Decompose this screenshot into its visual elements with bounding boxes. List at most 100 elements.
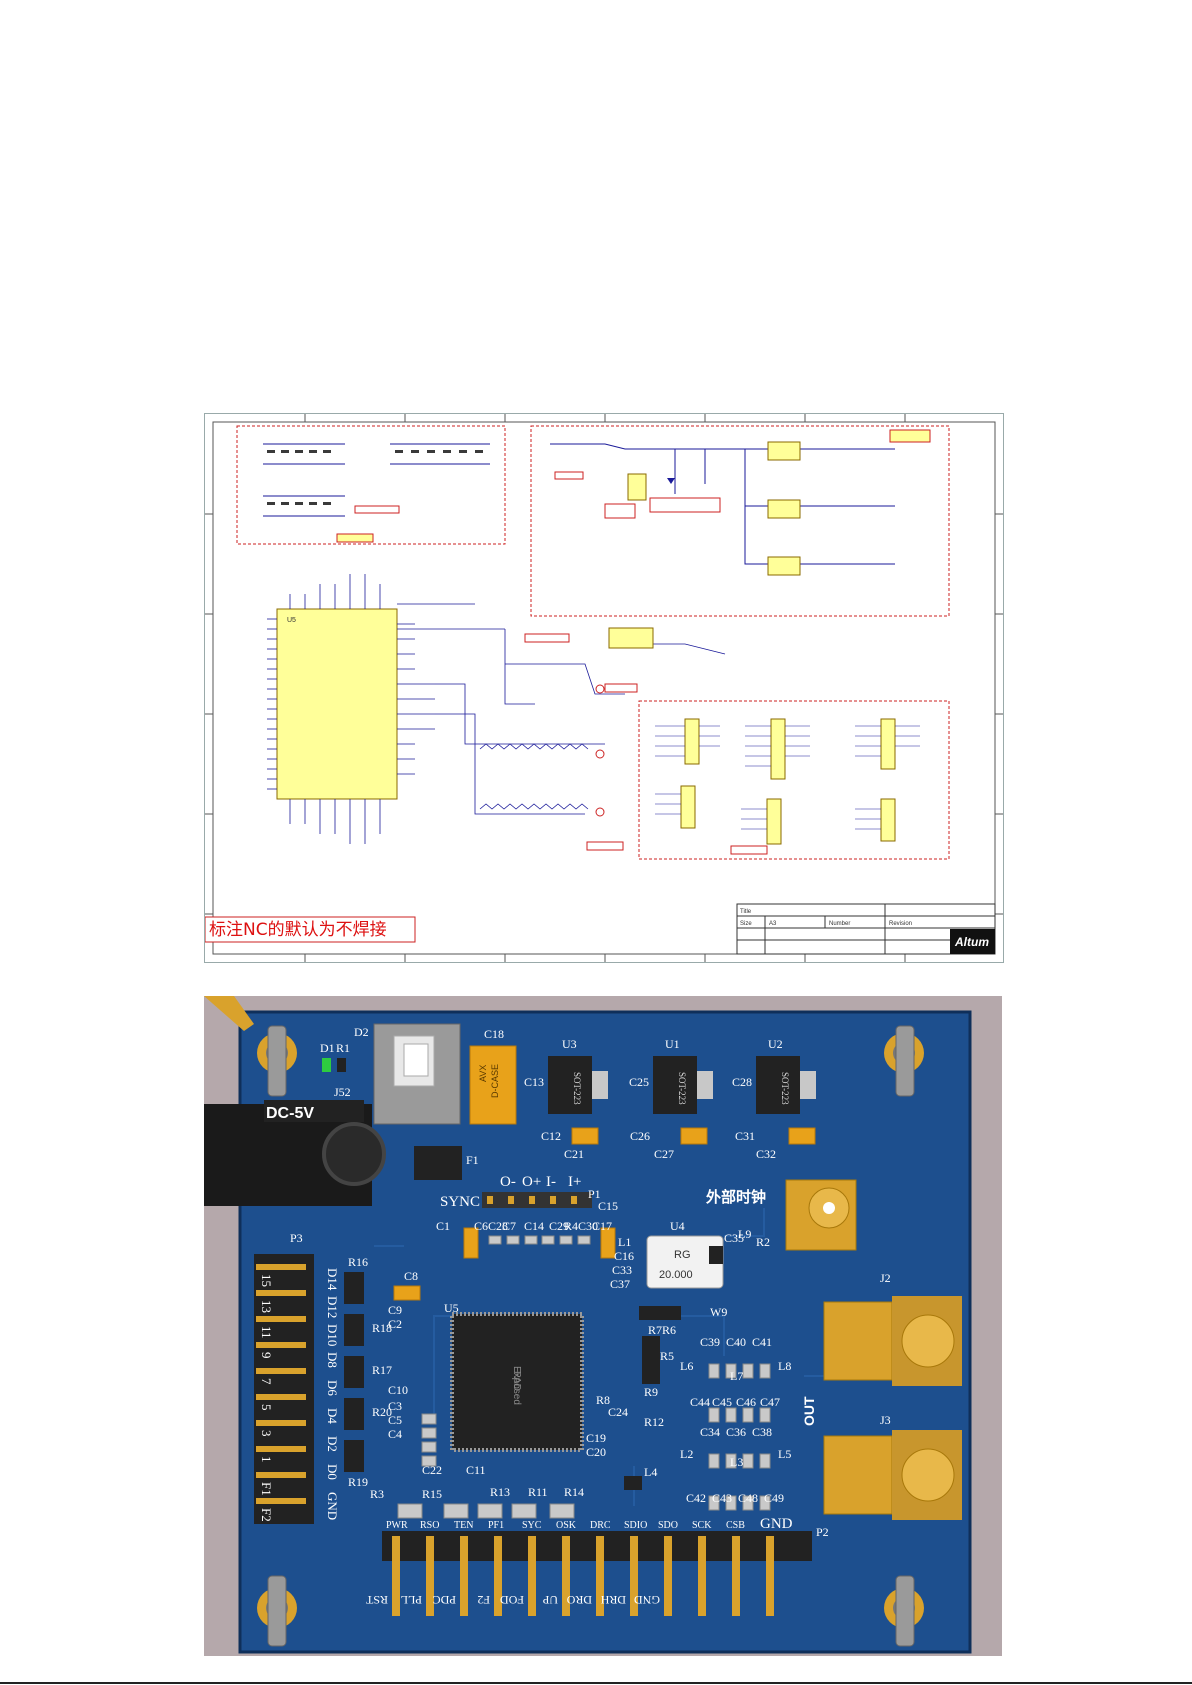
u1-marking: SOT-223 — [677, 1072, 687, 1105]
standoff-bottom-left — [267, 1575, 287, 1647]
p2-bottom-label: GND — [634, 1593, 660, 1607]
p2-bottom-label: DRO — [566, 1593, 592, 1607]
designator-r3: R3 — [370, 1487, 384, 1501]
out-label: OUT — [801, 1396, 817, 1426]
p2-top-label: SYC — [522, 1520, 542, 1531]
designator-c42: C42 — [686, 1491, 706, 1505]
main-chip-u5 — [450, 1312, 584, 1452]
designator-c25: C25 — [629, 1075, 649, 1089]
title-block-title: Title — [740, 909, 752, 915]
designator-c46: C46 — [736, 1395, 756, 1409]
p3-right-label: D4 — [325, 1408, 340, 1424]
designator-c10: C10 — [388, 1383, 408, 1397]
p3-left-label: F1 — [259, 1482, 274, 1496]
designator-c4: C4 — [388, 1427, 402, 1441]
designator-l3: L3 — [730, 1455, 743, 1469]
designator-c23: C23 — [488, 1219, 508, 1233]
designator-c19: C19 — [586, 1431, 606, 1445]
designator-c27: C27 — [654, 1147, 674, 1161]
p2-top-label: SDO — [658, 1520, 678, 1531]
designator-r6: R6 — [662, 1323, 676, 1337]
title-block-revision: Revision — [889, 921, 912, 927]
designator-c14: C14 — [524, 1219, 544, 1233]
designator-c20: C20 — [586, 1445, 606, 1459]
designator-c32: C32 — [756, 1147, 776, 1161]
sma-j2 — [823, 1296, 962, 1386]
p3-left-label: 11 — [259, 1326, 274, 1339]
designator-c13: C13 — [524, 1075, 544, 1089]
designator-l5: L5 — [778, 1447, 791, 1461]
designator-f1: F1 — [466, 1153, 479, 1167]
u2-marking: SOT-223 — [780, 1072, 790, 1105]
designator-u5: U5 — [444, 1301, 459, 1315]
pcb-render-figure: DC-5V AVX D-CASE SOT-223 SOT-223 SOT-223… — [204, 996, 1002, 1656]
resistor-r16 — [344, 1272, 364, 1304]
designator-c47: C47 — [760, 1395, 780, 1409]
designator-c37: C37 — [610, 1277, 630, 1291]
title-block-size-value: A3 — [769, 921, 777, 927]
p2-top-label: SCK — [692, 1520, 712, 1531]
designator-l1: L1 — [618, 1235, 631, 1249]
title-block-number: Number — [829, 921, 850, 927]
p3-left-label: 9 — [259, 1352, 274, 1359]
designator-u1: U1 — [665, 1037, 680, 1051]
p3-right-label: D6 — [325, 1380, 340, 1396]
chip-label: U5 — [287, 617, 296, 624]
header-p2 — [382, 1531, 812, 1616]
designator-c33: C33 — [612, 1263, 632, 1277]
header-p3 — [254, 1254, 314, 1524]
designator-w9: W9 — [710, 1305, 727, 1319]
designator-c36: C36 — [726, 1425, 746, 1439]
designator-r5: R5 — [660, 1349, 674, 1363]
designator-c38: C38 — [752, 1425, 772, 1439]
resistor-r20 — [344, 1398, 364, 1430]
designator-r8: R8 — [596, 1393, 610, 1407]
designator-c41: C41 — [752, 1335, 772, 1349]
p2-top-label: PWR — [386, 1520, 408, 1531]
p3-right-label: D14 — [325, 1268, 340, 1291]
resistor-r17 — [344, 1356, 364, 1388]
p2-top-label: GND — [760, 1516, 793, 1532]
designator-r18: R18 — [372, 1321, 392, 1335]
page-bottom-rule — [0, 1682, 1192, 1684]
p3-right-label: D8 — [325, 1352, 340, 1368]
p2-bottom-label: RST — [365, 1593, 388, 1607]
regulator-u1 — [653, 1056, 697, 1114]
designator-j2: J2 — [880, 1271, 891, 1285]
p2-top-label: PF1 — [488, 1520, 504, 1531]
designator-c6: C6 — [474, 1219, 488, 1233]
pcb-drawing: DC-5V AVX D-CASE SOT-223 SOT-223 SOT-223… — [204, 996, 1002, 1656]
designator-c28: C28 — [732, 1075, 752, 1089]
designator-c31: C31 — [735, 1129, 755, 1143]
designator-p3: P3 — [290, 1231, 303, 1245]
p2-bottom-label: UP — [542, 1593, 558, 1607]
p3-left-label: 7 — [259, 1378, 274, 1385]
designator-r16: R16 — [348, 1255, 368, 1269]
p2-bottom-label: DRH — [600, 1593, 626, 1607]
p3-left-label: 3 — [259, 1430, 274, 1437]
p2-bottom-label: PDC — [433, 1593, 456, 1607]
p3-left-label: 13 — [259, 1300, 274, 1313]
p2-top-label: OSK — [556, 1520, 577, 1531]
designator-c45: C45 — [712, 1395, 732, 1409]
p1-pin-label: O+ — [522, 1174, 541, 1190]
fuse-f1 — [414, 1146, 462, 1180]
designator-c15: C15 — [598, 1199, 618, 1213]
designator-c9: C9 — [388, 1303, 402, 1317]
regulator-u3 — [548, 1056, 592, 1114]
designator-c16: C16 — [614, 1249, 634, 1263]
designator-c18: C18 — [484, 1027, 504, 1041]
p3-right-label: D0 — [325, 1464, 340, 1480]
p1-pin-label: I- — [546, 1174, 556, 1190]
tantalum-c18 — [469, 1045, 517, 1125]
designator-p1: P1 — [588, 1187, 601, 1201]
designator-p2: P2 — [816, 1525, 829, 1539]
designator-r11: R11 — [528, 1485, 548, 1499]
designator-c43: C43 — [712, 1491, 732, 1505]
resistor-r19 — [344, 1440, 364, 1472]
designator-c5: C5 — [388, 1413, 402, 1427]
crystal-label: 20.000 — [659, 1269, 693, 1281]
p2-top-label: RSO — [420, 1520, 439, 1531]
designator-c2: C2 — [388, 1317, 402, 1331]
p3-right-label: GND — [325, 1492, 340, 1520]
